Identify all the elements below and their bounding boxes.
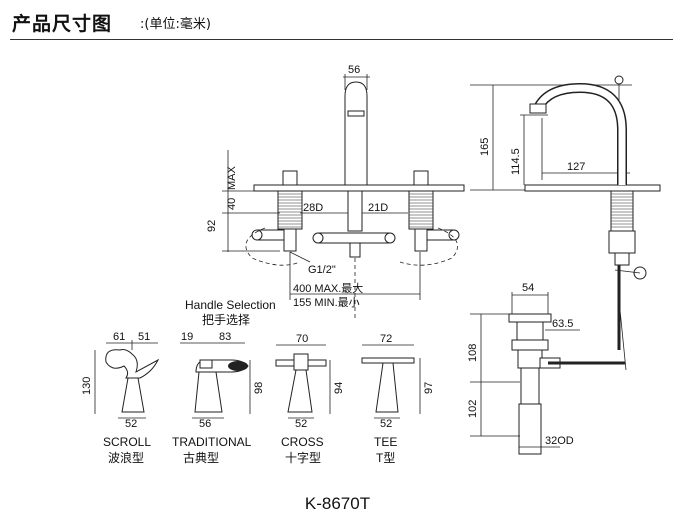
handle-selection-en: Handle Selection [185, 298, 276, 312]
scroll-base: 52 [125, 418, 137, 430]
scroll-height: 130 [81, 377, 93, 395]
handle-scroll: 61 51 130 52 SCROLL 波浪型 [81, 331, 160, 465]
span-max-text: 400 MAX.最大 [293, 281, 363, 295]
trad-en: TRADITIONAL [172, 435, 252, 449]
trad-top-left: 19 [181, 331, 193, 343]
drain-flange [508, 313, 552, 323]
spout-body [344, 81, 368, 186]
handle-tee: 72 97 52 TEE T型 [361, 333, 435, 465]
side-nut [608, 230, 636, 254]
dim-108-text: 108 [467, 344, 479, 362]
scroll-zh: 波浪型 [108, 450, 144, 465]
header: 产品尺寸图 :(单位:毫米) [0, 0, 675, 40]
drain-body [517, 349, 543, 369]
right-valve [408, 170, 460, 252]
center-shank [312, 190, 396, 318]
gooseneck-outlet [529, 103, 547, 114]
left-valve [251, 170, 303, 252]
lift-rod-lower [618, 299, 627, 371]
dim-102-text: 102 [467, 400, 479, 418]
dim-635-text: 63.5 [552, 318, 573, 330]
side-deck [524, 184, 661, 192]
drain-tailpiece [520, 367, 540, 405]
dim-56-text: 56 [348, 64, 360, 76]
tee-base: 52 [380, 418, 392, 430]
cross-top: 70 [296, 333, 308, 345]
cross-zh: 十字型 [285, 450, 321, 465]
dim-127-text: 127 [567, 161, 585, 173]
cross-base: 52 [295, 418, 307, 430]
scroll-top-left: 61 [113, 331, 125, 343]
scroll-en: SCROLL [103, 435, 151, 449]
left-handle-swing [245, 227, 301, 266]
dim-92-text: 92 [206, 220, 218, 232]
dim-21d-text: 21D [368, 202, 388, 214]
spout-outlet [347, 110, 365, 117]
drain-tail-lower [518, 403, 542, 455]
dim-28d-text: 28D [303, 202, 323, 214]
trad-base: 56 [199, 418, 211, 430]
tee-top: 72 [380, 333, 392, 345]
dim-54-text: 54 [522, 282, 534, 294]
unit-note: :(单位:毫米) [140, 17, 211, 32]
trad-lever-tip [228, 361, 248, 371]
handle-traditional: 19 83 98 56 TRADITIONAL 古典型 [172, 331, 265, 465]
drain-nut [511, 339, 549, 351]
scroll-top-right: 51 [138, 331, 150, 343]
handle-selection-zh: 把手选择 [202, 313, 250, 327]
deck-plate [253, 184, 465, 192]
drain-stopper [516, 321, 544, 341]
dim-max-text: MAX [226, 166, 238, 191]
drain-assembly: 54 63.5 108 102 32OD [467, 282, 625, 455]
tee-height: 97 [423, 382, 435, 394]
model-number: K-8670T [304, 494, 371, 513]
trad-zh: 古典型 [183, 450, 219, 465]
trad-height: 98 [253, 382, 265, 394]
thread-leader [289, 251, 311, 263]
dim-165-text: 165 [479, 138, 491, 156]
lift-rod-knob [614, 75, 624, 85]
side-tail [614, 252, 630, 266]
tee-en: TEE [374, 435, 397, 449]
span-min-text: 155 MIN.最小 [293, 296, 360, 309]
handle-cross: 70 94 52 CROSS 十字型 [275, 333, 345, 465]
cross-height: 94 [333, 382, 345, 394]
dim-1145-text: 114.5 [510, 148, 522, 175]
tee-zh: T型 [376, 451, 395, 465]
front-view: 56 [206, 64, 465, 318]
right-handle-swing [399, 227, 458, 266]
side-view: 165 114.5 127 [470, 75, 661, 371]
trad-top-right: 83 [219, 331, 231, 343]
header-rule [10, 39, 673, 40]
thread-text: G1/2" [308, 264, 336, 276]
page-title: 产品尺寸图 [12, 13, 113, 35]
cross-en: CROSS [281, 435, 324, 449]
dim-32od-text: 32OD [545, 435, 574, 447]
dim-40-text: 40 [226, 198, 238, 210]
